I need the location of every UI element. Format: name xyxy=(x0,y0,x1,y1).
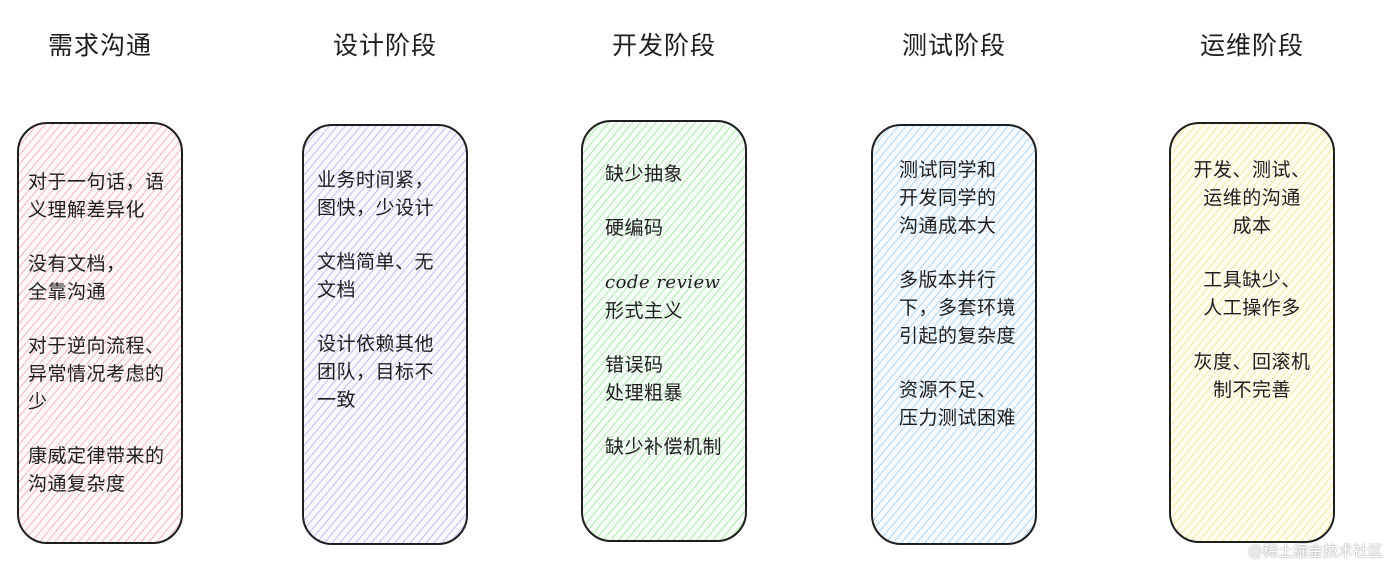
column-title: 需求沟通 xyxy=(47,31,152,60)
card-item: 资源不足、 压力测试困难 xyxy=(899,379,1017,429)
card-item: 多版本并行 下，多套环境 引起的复杂度 xyxy=(899,269,1017,347)
stage-card: 缺少抽象 硬编码 code review 形式主义 错误码 处理粗暴 缺少补偿机制 xyxy=(581,120,747,542)
watermark: @稀土掘金技术社区 xyxy=(1247,542,1383,560)
code-review-label: code review xyxy=(605,272,721,293)
card-item: code review 形式主义 xyxy=(605,268,739,325)
card-item: 康威定律带来的 沟通复杂度 xyxy=(28,445,165,495)
card-item-text: 形式主义 xyxy=(605,300,684,322)
card-item: 业务时间紧， 图快，少设计 xyxy=(317,169,435,219)
card-item: 测试同学和 开发同学的 沟通成本大 xyxy=(899,159,997,237)
stage-card: 业务时间紧， 图快，少设计 文档简单、无 文档 设计依赖其他 团队，目标不 一致 xyxy=(302,124,468,545)
column-title: 运维阶段 xyxy=(1199,31,1304,60)
column-development: 开发阶段 缺少抽象 硬编码 code review 形式主义 错误码 处理粗暴 缺… xyxy=(581,0,747,567)
card-item: 工具缺少、 人工操作多 xyxy=(1203,269,1301,319)
card-item: 开发、测试、 运维的沟通 成本 xyxy=(1193,159,1311,237)
card-item: 错误码 处理粗暴 xyxy=(605,354,684,404)
card-item: 缺少补偿机制 xyxy=(605,436,723,458)
card-item: 对于逆向流程、 异常情况考虑的 少 xyxy=(28,335,165,413)
column-requirements: 需求沟通 对于一句话，语 义理解差异化 没有文档， 全靠沟通 对于逆向流程、 异… xyxy=(17,0,183,567)
column-title: 设计阶段 xyxy=(332,31,437,60)
column-title: 开发阶段 xyxy=(611,31,716,60)
stage-card: 对于一句话，语 义理解差异化 没有文档， 全靠沟通 对于逆向流程、 异常情况考虑… xyxy=(17,122,183,544)
column-design: 设计阶段 业务时间紧， 图快，少设计 文档简单、无 文档 设计依赖其他 团队，目… xyxy=(302,0,468,567)
stage-card: 开发、测试、 运维的沟通 成本 工具缺少、 人工操作多 灰度、回滚机 制不完善 xyxy=(1169,122,1335,543)
card-item: 缺少抽象 xyxy=(605,163,684,185)
column-testing: 测试阶段 测试同学和 开发同学的 沟通成本大 多版本并行 下，多套环境 引起的复… xyxy=(871,0,1037,567)
column-operations: 运维阶段 开发、测试、 运维的沟通 成本 工具缺少、 人工操作多 灰度、回滚机 … xyxy=(1169,0,1335,567)
card-item: 文档简单、无 文档 xyxy=(317,251,435,301)
column-title: 测试阶段 xyxy=(901,31,1006,60)
card-item: 灰度、回滚机 制不完善 xyxy=(1193,351,1311,401)
card-item: 对于一句话，语 义理解差异化 xyxy=(28,171,165,221)
card-item: 硬编码 xyxy=(605,217,664,239)
card-item: 设计依赖其他 团队，目标不 一致 xyxy=(317,333,435,411)
stage-card: 测试同学和 开发同学的 沟通成本大 多版本并行 下，多套环境 引起的复杂度 资源… xyxy=(871,124,1037,545)
card-item: 没有文档， 全靠沟通 xyxy=(28,253,126,303)
